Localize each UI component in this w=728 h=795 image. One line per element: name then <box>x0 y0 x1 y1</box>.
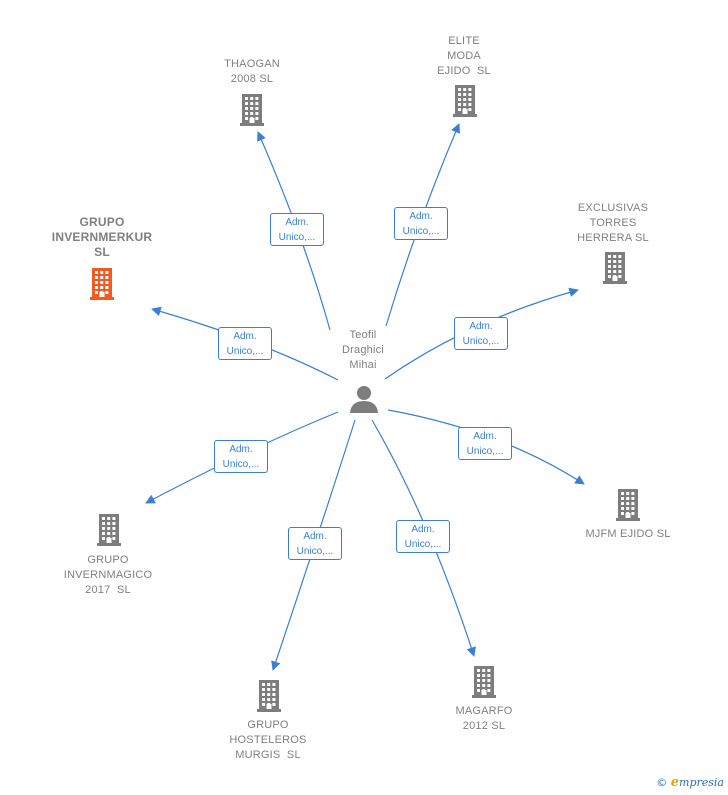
copyright-symbol: © <box>656 776 668 789</box>
person-icon[interactable] <box>350 386 378 413</box>
edge-label-magarfo[interactable]: Adm. Unico,... <box>396 520 450 553</box>
edge-label-mjfm[interactable]: Adm. Unico,... <box>458 427 512 460</box>
building-icon-exclusivas[interactable] <box>603 252 627 284</box>
edge-label-exclusivas[interactable]: Adm. Unico,... <box>454 317 508 350</box>
building-icon-invernmerkur[interactable] <box>90 268 114 300</box>
building-icon-elite[interactable] <box>453 85 477 117</box>
company-label-invernmerkur[interactable]: GRUPO INVERNMERKUR SL <box>51 215 153 259</box>
edge-label-hosteleros[interactable]: Adm. Unico,... <box>288 527 342 560</box>
footer-brand: © empresia <box>656 775 724 790</box>
edge-label-thaogan[interactable]: Adm. Unico,... <box>270 213 324 246</box>
company-label-elite[interactable]: ELITE MODA EJIDO SL <box>437 35 491 77</box>
building-icon-mjfm[interactable] <box>616 489 640 521</box>
edge-label-invernmagico[interactable]: Adm. Unico,... <box>214 440 268 473</box>
company-label-exclusivas[interactable]: EXCLUSIVAS TORRES HERRERA SL <box>577 202 649 244</box>
company-label-thaogan[interactable]: THAOGAN 2008 SL <box>224 58 280 85</box>
brand-logo-initial: e <box>670 775 680 790</box>
building-icon-invernmagico[interactable] <box>97 514 121 546</box>
building-icon-hosteleros[interactable] <box>257 680 281 712</box>
edge-label-invernmerkur[interactable]: Adm. Unico,... <box>218 327 272 360</box>
company-label-hosteleros[interactable]: GRUPO HOSTELEROS MURGIS SL <box>229 719 307 761</box>
edge-label-elite[interactable]: Adm. Unico,... <box>394 207 448 240</box>
building-icon-magarfo[interactable] <box>472 666 496 698</box>
company-label-magarfo[interactable]: MAGARFO 2012 SL <box>455 705 513 732</box>
brand-logo-text: mpresia <box>679 776 724 789</box>
company-label-invernmagico[interactable]: GRUPO INVERNMAGICO 2017 SL <box>63 554 153 596</box>
company-label-mjfm[interactable]: MJFM EJIDO SL <box>585 528 671 540</box>
building-icon-thaogan[interactable] <box>240 94 264 126</box>
center-person-label[interactable]: Teofil Draghici Mihai <box>342 329 384 371</box>
